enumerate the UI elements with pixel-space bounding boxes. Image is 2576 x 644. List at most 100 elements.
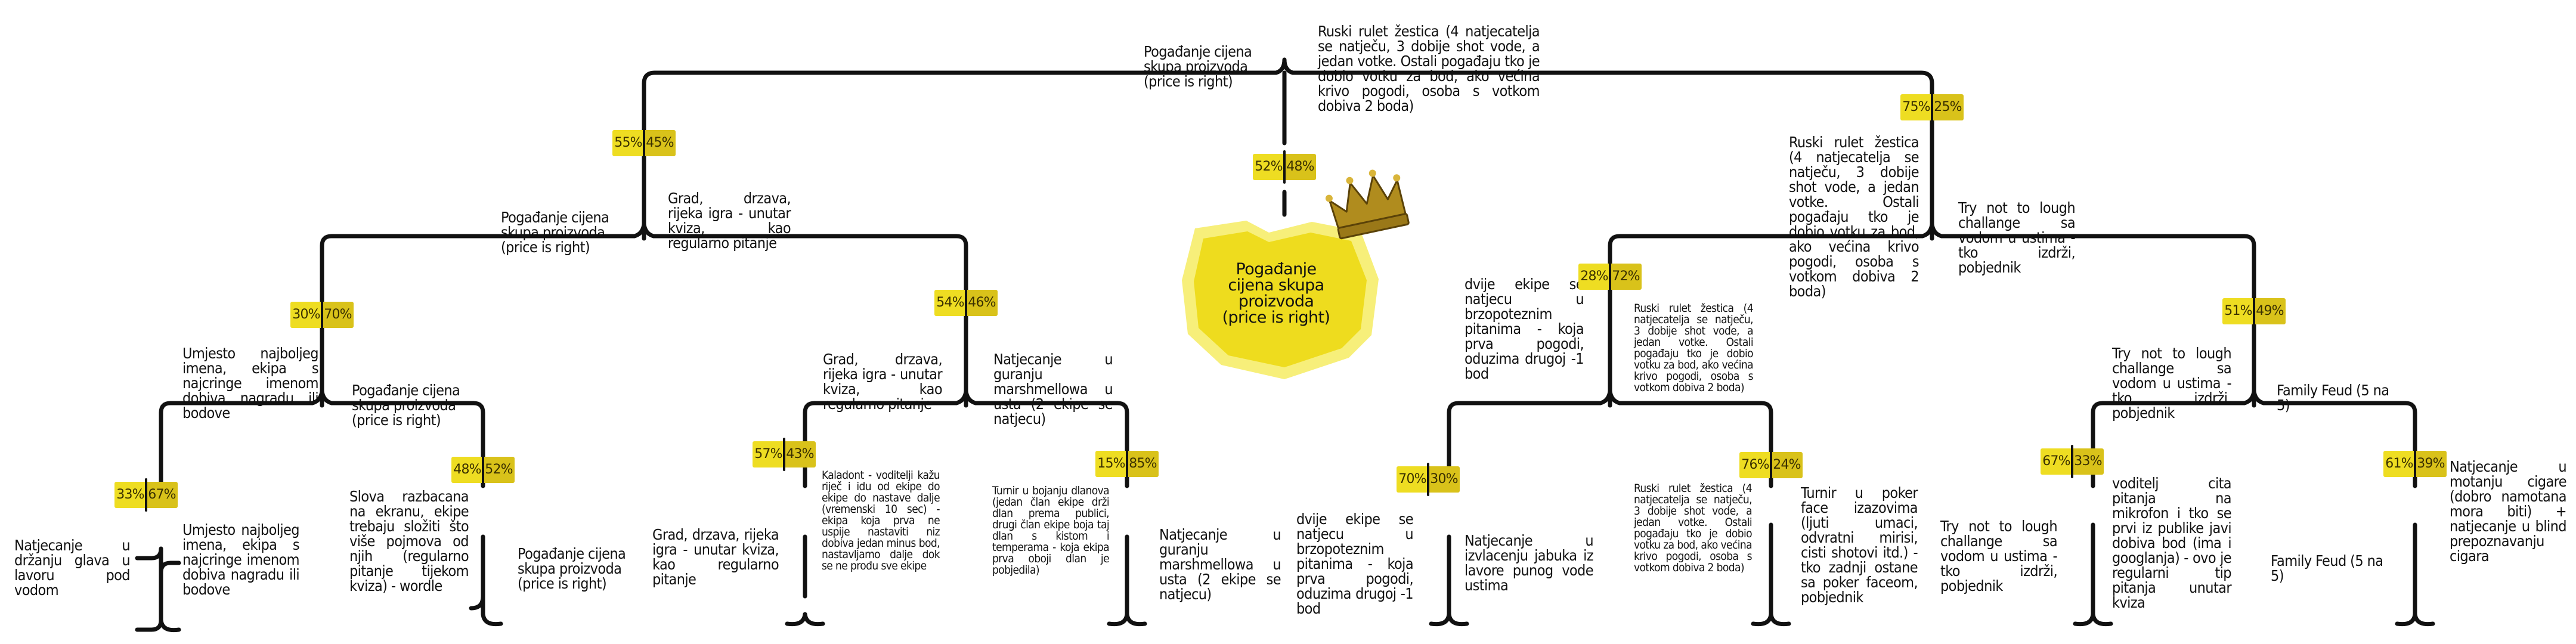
node-l3b-left: Slova razbacana na ekranu, ekipe trebaju… bbox=[349, 488, 469, 595]
node-l2a-right: Pogađanje cijena skupa proizvoda (price … bbox=[352, 382, 460, 429]
vote-divider bbox=[2071, 445, 2073, 478]
vote-right: 72% bbox=[1610, 264, 1642, 290]
node-l3c-left: Grad, drzava, rijeka igra - unutar kviza… bbox=[652, 526, 779, 588]
vote-left: 67% bbox=[2041, 448, 2072, 475]
vote-divider bbox=[1427, 463, 1429, 496]
vote-r-r3: 67%33% bbox=[2041, 445, 2104, 478]
vote-divider bbox=[1931, 91, 1933, 124]
vote-right: 85% bbox=[1127, 451, 1159, 477]
vote-r-r1: 70%30% bbox=[1397, 463, 1460, 496]
vote-right: 39% bbox=[2415, 451, 2447, 477]
vote-divider bbox=[145, 478, 147, 512]
vote-left: 61% bbox=[2383, 451, 2415, 477]
winner-label: Pogađanje cijena skupa proizvoda (price … bbox=[1222, 260, 1330, 327]
vote-divider bbox=[1609, 260, 1611, 293]
vote-left: 76% bbox=[1739, 452, 1771, 478]
node-l3a-right: Umjesto najboljeg imena, ekipa s najcrin… bbox=[182, 521, 300, 598]
vote-left: 55% bbox=[612, 130, 644, 156]
vote-divider bbox=[2253, 295, 2255, 328]
vote-left: 52% bbox=[1253, 154, 1284, 180]
node-r3d-left: Family Feud (5 na 5) bbox=[2271, 552, 2383, 584]
node-r3a-right: Natjecanje u izvlacenju jabuka iz lavore… bbox=[1465, 532, 1594, 594]
vote-divider bbox=[1126, 447, 1128, 481]
vote-left: 75% bbox=[1900, 94, 1932, 120]
crown-icon bbox=[1325, 169, 1410, 240]
node-r2b-right: Family Feud (5 na 5) bbox=[2277, 382, 2389, 414]
vote-right: 24% bbox=[1771, 452, 1803, 478]
vote-left: 48% bbox=[451, 457, 483, 483]
vote-final: 52%48% bbox=[1253, 150, 1316, 184]
vote-left: 28% bbox=[1578, 264, 1610, 290]
node-l3a-left: Natjecanje u držanju glava u lavoru pod … bbox=[14, 537, 131, 599]
vote-q-l2: 54%46% bbox=[934, 286, 998, 320]
node-r3b-right: Turnir u poker face izazovima (ljuti uma… bbox=[1801, 484, 1918, 606]
node-r3b-left: Ruski rulet žestica (4 natjecatelja se n… bbox=[1634, 482, 1753, 574]
node-r2b-left: Try not to lough challange sa vodom u us… bbox=[2112, 345, 2232, 422]
vote-r-l3: 57%43% bbox=[753, 438, 816, 471]
vote-r-l2: 48%52% bbox=[451, 453, 515, 487]
vote-divider bbox=[965, 286, 967, 320]
connector-r-r2 bbox=[1751, 522, 1791, 627]
vote-left: 30% bbox=[290, 302, 322, 328]
vote-right: 25% bbox=[1932, 94, 1964, 120]
vote-right: 33% bbox=[2072, 448, 2104, 475]
vote-left: 54% bbox=[934, 290, 966, 316]
vote-left: 57% bbox=[753, 441, 784, 467]
connector-r-r1 bbox=[1429, 534, 1469, 627]
vote-r-l4: 15%85% bbox=[1095, 447, 1159, 481]
node-r2a-left: dvije ekipe se natjecu u brzopoteznim pi… bbox=[1465, 275, 1584, 382]
vote-divider bbox=[1770, 448, 1772, 482]
vote-q-r2: 51%49% bbox=[2222, 295, 2286, 328]
vote-left: 51% bbox=[2222, 298, 2254, 324]
connector-r-l2 bbox=[469, 534, 503, 627]
node-r3c-left: Try not to lough challange sa vodom u us… bbox=[1940, 518, 2058, 595]
node-root-left: Pogađanje cijena skupa proizvoda (price … bbox=[1144, 43, 1252, 90]
node-r3a-left: dvije ekipe se natjecu u brzopoteznim pi… bbox=[1296, 510, 1414, 617]
node-l2b-left: Grad, drzava, rijeka igra - unutar kviza… bbox=[823, 351, 943, 413]
node-l3b-right: Pogađanje cijena skupa proizvoda (price … bbox=[518, 545, 626, 592]
connector-r-r3 bbox=[2073, 522, 2113, 627]
connector-r-l1 bbox=[135, 546, 163, 632]
vote-right: 49% bbox=[2254, 298, 2286, 324]
vote-q-l1: 30%70% bbox=[290, 298, 354, 332]
vote-right: 43% bbox=[784, 441, 816, 467]
node-l1-right: Grad, drzava, rijeka igra - unutar kviza… bbox=[668, 190, 791, 252]
connector-r-r4 bbox=[2395, 522, 2435, 627]
node-r3c-right: voditelj cita pitanja na mikrofon i tko … bbox=[2112, 475, 2232, 611]
vote-right: 30% bbox=[1428, 466, 1460, 493]
vote-divider bbox=[482, 453, 484, 487]
vote-divider bbox=[783, 438, 785, 471]
node-l3d-left: Turnir u bojanju dlanova (jedan član eki… bbox=[992, 484, 1110, 577]
vote-right: 52% bbox=[483, 457, 515, 483]
vote-semi-right: 75%25% bbox=[1900, 91, 1964, 124]
node-l2b-right: Natjecanje u guranju marshmellowa u usta… bbox=[993, 351, 1113, 428]
winner-shield bbox=[1182, 221, 1379, 379]
vote-r-r4: 61%39% bbox=[2383, 447, 2447, 481]
vote-divider bbox=[2414, 447, 2416, 481]
connector-r-l4 bbox=[1107, 534, 1147, 627]
node-root-right: Ruski rulet žestica (4 natjecatelja se n… bbox=[1318, 23, 1540, 114]
node-r1-right: Try not to lough challange sa vodom u us… bbox=[1958, 199, 2076, 276]
vote-divider bbox=[1283, 150, 1286, 184]
vote-right: 45% bbox=[644, 130, 676, 156]
vote-divider bbox=[321, 298, 323, 332]
vote-left: 70% bbox=[1397, 466, 1428, 493]
vote-left: 33% bbox=[114, 482, 146, 508]
node-r1-left: Ruski rulet žestica (4 natjecatelja se n… bbox=[1789, 134, 1919, 300]
vote-right: 70% bbox=[322, 302, 354, 328]
vote-r-l1: 33%67% bbox=[114, 478, 178, 512]
vote-right: 46% bbox=[966, 290, 998, 316]
node-l3c-right: Kaladont - voditelji kažu riječ i idu od… bbox=[822, 469, 940, 572]
node-r2a-right: Ruski rulet žestica (4 natjecatelja se n… bbox=[1634, 302, 1754, 394]
vote-r-r2: 76%24% bbox=[1739, 448, 1803, 482]
node-l1-left: Pogađanje cijena skupa proizvoda (price … bbox=[501, 209, 609, 256]
connector-final bbox=[642, 57, 1934, 175]
vote-divider bbox=[643, 126, 645, 160]
node-l3d-right: Natjecanje u guranju marshmellowa u usta… bbox=[1159, 526, 1281, 603]
node-r3d-right: Natjecanje u motanju cigare (dobro namot… bbox=[2450, 458, 2567, 565]
connector-r-l3 bbox=[785, 534, 825, 627]
vote-q-r1: 28%72% bbox=[1578, 260, 1642, 293]
vote-left: 15% bbox=[1095, 451, 1127, 477]
vote-right: 48% bbox=[1284, 154, 1316, 180]
